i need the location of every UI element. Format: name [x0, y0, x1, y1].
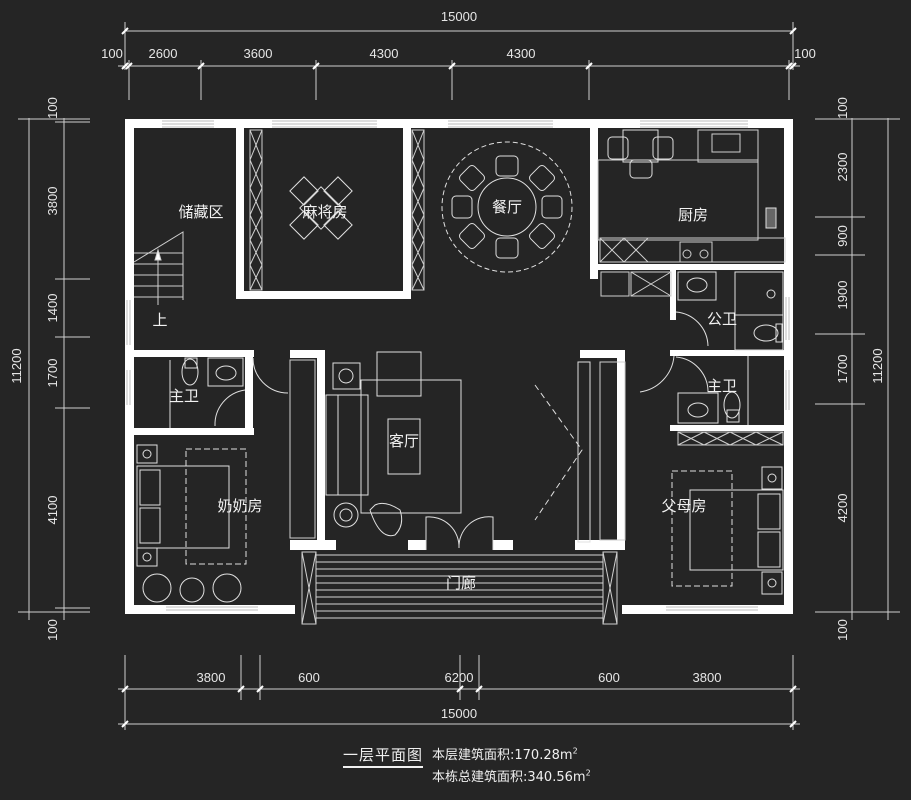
- cabinets: [249, 129, 786, 625]
- dining-table: [441, 141, 573, 273]
- dim-top-seg-3: 4300: [370, 46, 399, 61]
- dim-right-seg-5: 4200: [835, 494, 850, 523]
- dim-left-total: 11200: [9, 348, 24, 383]
- parents-bed: [671, 466, 784, 595]
- dim-left-seg-5: 100: [45, 619, 60, 641]
- total-area-label: 本栋总建筑面积:: [432, 770, 528, 785]
- plan-title: 一层平面图: [343, 744, 424, 768]
- floor-area-value: 170.28: [514, 748, 560, 763]
- floor-area-unit-sup: 2: [572, 746, 578, 756]
- kitchen-chairs: [607, 129, 777, 229]
- room-label-parents: 父母房: [661, 497, 706, 515]
- dim-left-seg-2: 1400: [45, 294, 60, 323]
- dim-bottom-seg-4: 3800: [693, 670, 722, 685]
- room-label-public-bath: 公卫: [707, 310, 737, 328]
- dim-top-seg-5: 100: [794, 46, 816, 61]
- total-area-unit: m: [572, 770, 586, 785]
- stairs: [133, 231, 184, 305]
- room-label-master-bath-left: 主卫: [169, 387, 199, 405]
- dim-bottom-seg-0: 3800: [197, 670, 226, 685]
- dim-top-seg-2: 3600: [244, 46, 273, 61]
- bathroom-fixtures: [169, 271, 784, 428]
- dimension-ticks: [121, 27, 797, 728]
- room-label-master-bath-right: 主卫: [707, 377, 737, 395]
- grandma-bed: [136, 444, 247, 603]
- porch-floor: [316, 554, 603, 619]
- room-label-kitchen: 厨房: [678, 206, 708, 224]
- dim-right-seg-3: 1900: [835, 281, 850, 310]
- dim-bottom-seg-3: 600: [598, 670, 620, 685]
- room-label-dining: 餐厅: [492, 198, 522, 216]
- dim-right-seg-4: 1700: [835, 355, 850, 384]
- total-area: 本栋总建筑面积:340.56m2: [432, 766, 591, 785]
- dim-left-seg-3: 1700: [45, 359, 60, 388]
- windows: [126, 120, 790, 611]
- mahjong-table: [289, 176, 353, 240]
- floor-area-unit: m: [559, 748, 573, 763]
- dim-left-seg-0: 100: [45, 97, 60, 119]
- dimension-lines: [18, 22, 900, 730]
- room-label-grandma: 奶奶房: [217, 497, 262, 515]
- stair-up-label: 上: [152, 311, 167, 329]
- floor-area-label: 本层建筑面积:: [432, 748, 515, 763]
- dim-bottom-seg-1: 600: [298, 670, 320, 685]
- dim-right-seg-0: 100: [835, 97, 850, 119]
- dim-right-seg-2: 900: [835, 225, 850, 247]
- living-room-furniture: [325, 351, 591, 550]
- room-label-storage: 储藏区: [178, 203, 223, 221]
- total-area-value: 340.56: [527, 770, 573, 785]
- floor-area: 本层建筑面积:170.28m2: [432, 744, 578, 763]
- dim-bottom-total: 15000: [441, 706, 477, 721]
- dim-top-seg-0: 100: [101, 46, 123, 61]
- dim-top-total: 15000: [441, 9, 477, 24]
- dim-bottom-seg-2: 6200: [445, 670, 474, 685]
- room-label-mahjong: 麻将房: [302, 203, 347, 221]
- room-label-living: 客厅: [389, 432, 419, 450]
- total-area-unit-sup: 2: [585, 768, 591, 778]
- room-label-porch: 门廊: [446, 574, 476, 592]
- dim-left-seg-4: 4100: [45, 496, 60, 525]
- dim-right-seg-6: 100: [835, 619, 850, 641]
- dim-right-total: 11200: [870, 348, 885, 383]
- dim-top-seg-4: 4300: [507, 46, 536, 61]
- dim-left-seg-1: 3800: [45, 187, 60, 216]
- dim-top-seg-1: 2600: [149, 46, 178, 61]
- dim-right-seg-1: 2300: [835, 153, 850, 182]
